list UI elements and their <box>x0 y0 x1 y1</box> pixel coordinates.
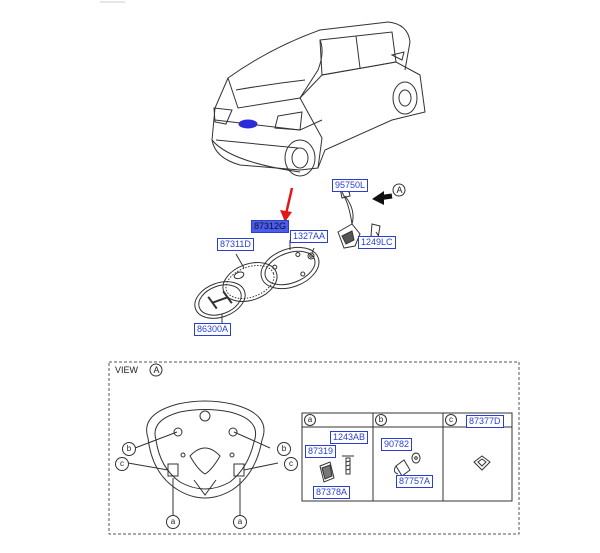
table-cell-letter-a: a <box>304 414 316 426</box>
part-label-87377D[interactable]: 87377D <box>466 415 504 428</box>
detail-table-grid <box>301 412 513 502</box>
view-a-marker: A <box>396 185 403 195</box>
view-title: VIEW <box>115 365 139 375</box>
callout-a-left: a <box>166 515 180 529</box>
callout-c-right: c <box>284 457 298 471</box>
part-label-95750L[interactable]: 95750L <box>332 179 369 192</box>
part-label-87312G[interactable]: 87312G <box>251 220 290 233</box>
part-label-87757A[interactable]: 87757A <box>396 475 434 488</box>
table-cell-letter-b: b <box>375 414 387 426</box>
table-cell-letter-c: c <box>445 414 457 426</box>
callout-b-right: b <box>277 442 291 456</box>
part-label-1249LC[interactable]: 1249LC <box>358 236 396 249</box>
part-label-87378A[interactable]: 87378A <box>313 486 351 499</box>
part-a-hardware <box>319 455 354 483</box>
vehicle-illustration <box>211 21 426 177</box>
part-label-87319[interactable]: 87319 <box>305 445 337 458</box>
part-label-86300A[interactable]: 86300A <box>194 323 232 336</box>
emblem-parts <box>194 185 381 323</box>
view-a-frame <box>108 361 520 535</box>
part-label-87311D[interactable]: 87311D <box>217 238 254 251</box>
callout-c-left: c <box>115 457 129 471</box>
view-a-emblem-back <box>127 400 279 515</box>
part-label-90782[interactable]: 90782 <box>381 438 413 451</box>
part-label-1327AA[interactable]: 1327AA <box>290 230 329 243</box>
view-title-marker: A <box>153 365 160 375</box>
part-b-hardware <box>393 452 421 477</box>
callout-b-left: b <box>122 442 136 456</box>
view-a-arrow <box>372 183 406 205</box>
part-c-hardware <box>473 455 491 471</box>
callout-a-right: a <box>233 515 247 529</box>
red-pointer-arrow <box>280 187 294 222</box>
part-label-1243AB[interactable]: 1243AB <box>330 431 369 444</box>
